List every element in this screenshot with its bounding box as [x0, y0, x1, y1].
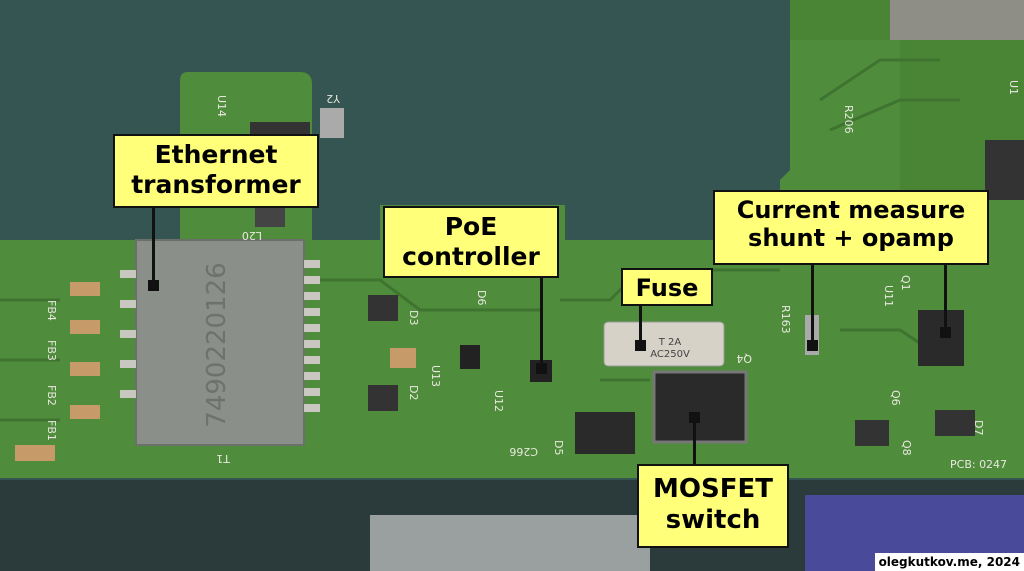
- crystal-y2: [320, 108, 344, 138]
- refdes-d2: D2: [407, 385, 420, 400]
- current-measure-line-2: shunt + opamp: [748, 224, 954, 253]
- fuse-leader: [639, 304, 642, 346]
- refdes-d5: D5: [552, 440, 565, 455]
- fuse-rating-1: T 2A: [658, 337, 682, 348]
- refdes-fb4: FB4: [45, 300, 58, 321]
- ethernet-transformer-body: [135, 239, 305, 446]
- poe-controller-line-1: PoE: [444, 212, 498, 241]
- ic-u14: [250, 122, 310, 137]
- transformer-pins: [120, 260, 320, 412]
- ethernet-transformer-line-2: transformer: [131, 169, 301, 199]
- refdes-fb1: FB1: [45, 420, 58, 441]
- fuse-rating-2: AC250V: [650, 349, 690, 360]
- refdes-q8: Q8: [900, 440, 913, 456]
- current-measure-line-1: Current measure: [736, 196, 966, 224]
- refdes-fb2: FB2: [45, 385, 58, 406]
- shunt-marker: [807, 340, 818, 351]
- component-u13: [460, 345, 480, 369]
- component-q6: [855, 420, 889, 446]
- diode-d2: [368, 385, 398, 411]
- refdes-u13: U13: [429, 365, 442, 387]
- cap-near-u13: [390, 348, 416, 368]
- mosfet-switch-line-2: switch: [665, 504, 761, 535]
- transformer-part-marking: 7490220126: [202, 262, 232, 427]
- ethernet-transformer-label: Ethernet transformer: [113, 134, 319, 208]
- mosfet-switch-label: MOSFET switch: [637, 464, 789, 548]
- refdes-l20: L20: [242, 229, 262, 242]
- silkscreen: FB4 FB3 FB2 FB1 U14 Y2 L20 T1 D3 D2 U13 …: [45, 80, 1020, 471]
- metal-part: [370, 515, 650, 571]
- refdes-u14: U14: [215, 95, 228, 117]
- fuse-body: [603, 321, 725, 367]
- refdes-u12: U12: [492, 390, 505, 412]
- mosfet-switch-line-1: MOSFET: [653, 474, 773, 504]
- refdes-d3: D3: [407, 310, 420, 325]
- refdes-d7: D7: [972, 420, 985, 435]
- fuse-marker: [635, 340, 646, 351]
- inductor-l20: [255, 205, 285, 227]
- pcb-marking: PCB: 0247: [950, 458, 1007, 471]
- refdes-r206: R206: [842, 105, 855, 134]
- ferrite-beads: [15, 282, 100, 461]
- mosfet-body: [652, 370, 748, 444]
- refdes-c266: C266: [509, 445, 538, 458]
- ic-u1: [985, 140, 1024, 200]
- fuse-line-1: Fuse: [635, 274, 699, 302]
- ethernet-transformer-leader: [152, 207, 155, 287]
- credit-watermark: olegkutkov.me, 2024: [874, 553, 1024, 571]
- ethernet-transformer-line-1: Ethernet: [154, 140, 278, 169]
- opamp-u11: [918, 310, 964, 366]
- mosfet-marker: [689, 412, 700, 423]
- mosfet-leader: [693, 417, 696, 465]
- refdes-q1: Q1: [899, 275, 912, 291]
- fuse-label: Fuse: [621, 268, 713, 306]
- refdes-fb3: FB3: [45, 340, 58, 361]
- poe-controller-line-2: controller: [402, 241, 540, 271]
- opamp-leader: [944, 264, 947, 332]
- diode-d5: [575, 412, 635, 454]
- refdes-y2: Y2: [326, 92, 341, 105]
- poe-controller-label: PoE controller: [383, 206, 559, 278]
- ethernet-transformer-marker: [148, 280, 159, 291]
- shunt-leader: [811, 264, 814, 346]
- refdes-t1: T1: [216, 452, 231, 465]
- poe-controller-marker: [536, 363, 547, 374]
- refdes-u1: U1: [1007, 80, 1020, 95]
- current-measure-label: Current measure shunt + opamp: [713, 190, 989, 265]
- refdes-r163: R163: [779, 305, 792, 334]
- opamp-marker: [940, 327, 951, 338]
- refdes-d6: D6: [475, 290, 488, 305]
- refdes-u11: U11: [882, 285, 895, 307]
- diode-d3: [368, 295, 398, 321]
- component-d7: [935, 410, 975, 436]
- heatsink-top: [890, 0, 1024, 40]
- refdes-q4: Q4: [736, 352, 752, 365]
- poe-controller-leader: [540, 277, 543, 369]
- refdes-q6: Q6: [889, 390, 902, 406]
